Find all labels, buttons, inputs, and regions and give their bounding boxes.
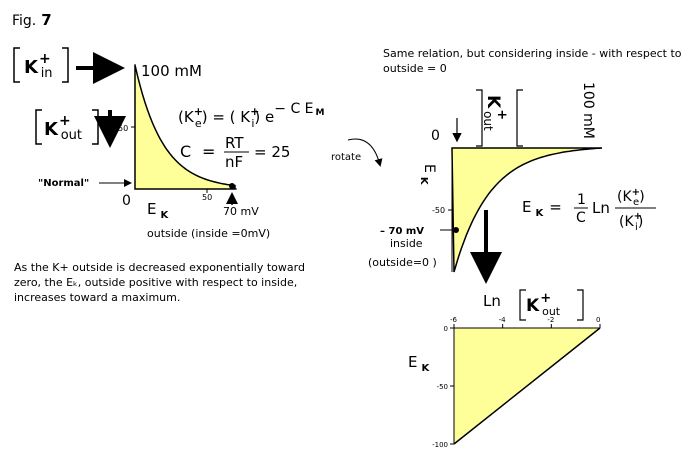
x-tick-label-c: -4 [499, 316, 507, 324]
ek-axis-label-b: EK [418, 164, 437, 186]
rotate-arrow [347, 138, 383, 167]
k-out-bracket-c [519, 289, 584, 321]
panel-b: K+out 100 mM 0 -50 EK – 70 mV inside (ou… [368, 82, 603, 284]
k-in-bracket [13, 47, 69, 83]
normal-label: "Normal" [38, 178, 89, 189]
conc-100mm-label-b: 100 mM [580, 82, 596, 139]
y-tick-label-c: -100 [432, 441, 448, 449]
x-tick-label-c: -2 [547, 316, 554, 324]
rotated-curve-area [451, 147, 603, 273]
ln-axis-label: Ln [483, 292, 501, 310]
nf-label: nF [225, 153, 243, 171]
normal-point [229, 183, 235, 189]
inside-label: inside [390, 237, 423, 250]
x-tick-50-label: 50 [202, 193, 212, 202]
mv-label-a: 70 mV [223, 205, 259, 218]
mv-label-b: – 70 mV [380, 226, 424, 237]
conc-100mm-label: 100 mM [141, 62, 202, 80]
origin-label-b: 0 [431, 128, 440, 144]
k-out-label-b: K+out [481, 95, 509, 131]
cc-label: C [576, 210, 586, 226]
outside-note: outside (inside =0mV) [147, 227, 270, 240]
explanation-paragraph: As the K+ outside is decreased exponenti… [14, 261, 305, 304]
inside-point [453, 227, 459, 233]
x-tick-label-c: -6 [450, 316, 458, 324]
num-label: (K+e) [617, 187, 645, 208]
k-out-bracket-b [476, 89, 523, 147]
y-tick-m50-label: -50 [432, 206, 445, 215]
y-tick-50-label: 50 [118, 124, 128, 133]
value-25: = 25 [254, 143, 290, 161]
figure-label: Fig.7 [12, 11, 52, 29]
k-out-label: K+out [44, 113, 82, 143]
exponential-curve-area [134, 64, 236, 190]
ln-label: Ln [592, 199, 610, 217]
c-label: C [180, 142, 191, 161]
one-label: 1 [577, 192, 586, 208]
rotate-label: rotate [331, 152, 361, 163]
rt-label: RT [225, 134, 244, 152]
y-tick-label-c: 0 [444, 325, 448, 333]
panel-c-ticks: -6 -4 -2 0 0 -50 -100 [432, 316, 601, 449]
panel-b-heading: Same relation, but considering inside - … [383, 47, 682, 75]
linear-relation-line [453, 327, 601, 445]
y-tick-label-c: -50 [437, 383, 448, 391]
origin-label-a: 0 [122, 193, 131, 209]
x-tick-label-c: 0 [596, 316, 600, 324]
equals-sign: = [202, 142, 215, 161]
den-label: (K+i) [619, 211, 643, 233]
outside-zero-label: (outside=0 ) [368, 256, 437, 269]
k-in-label: K+in [24, 51, 53, 81]
constant-equation: C = RT nF = 25 [180, 134, 290, 171]
k-out-label-c: K+out [526, 291, 561, 318]
